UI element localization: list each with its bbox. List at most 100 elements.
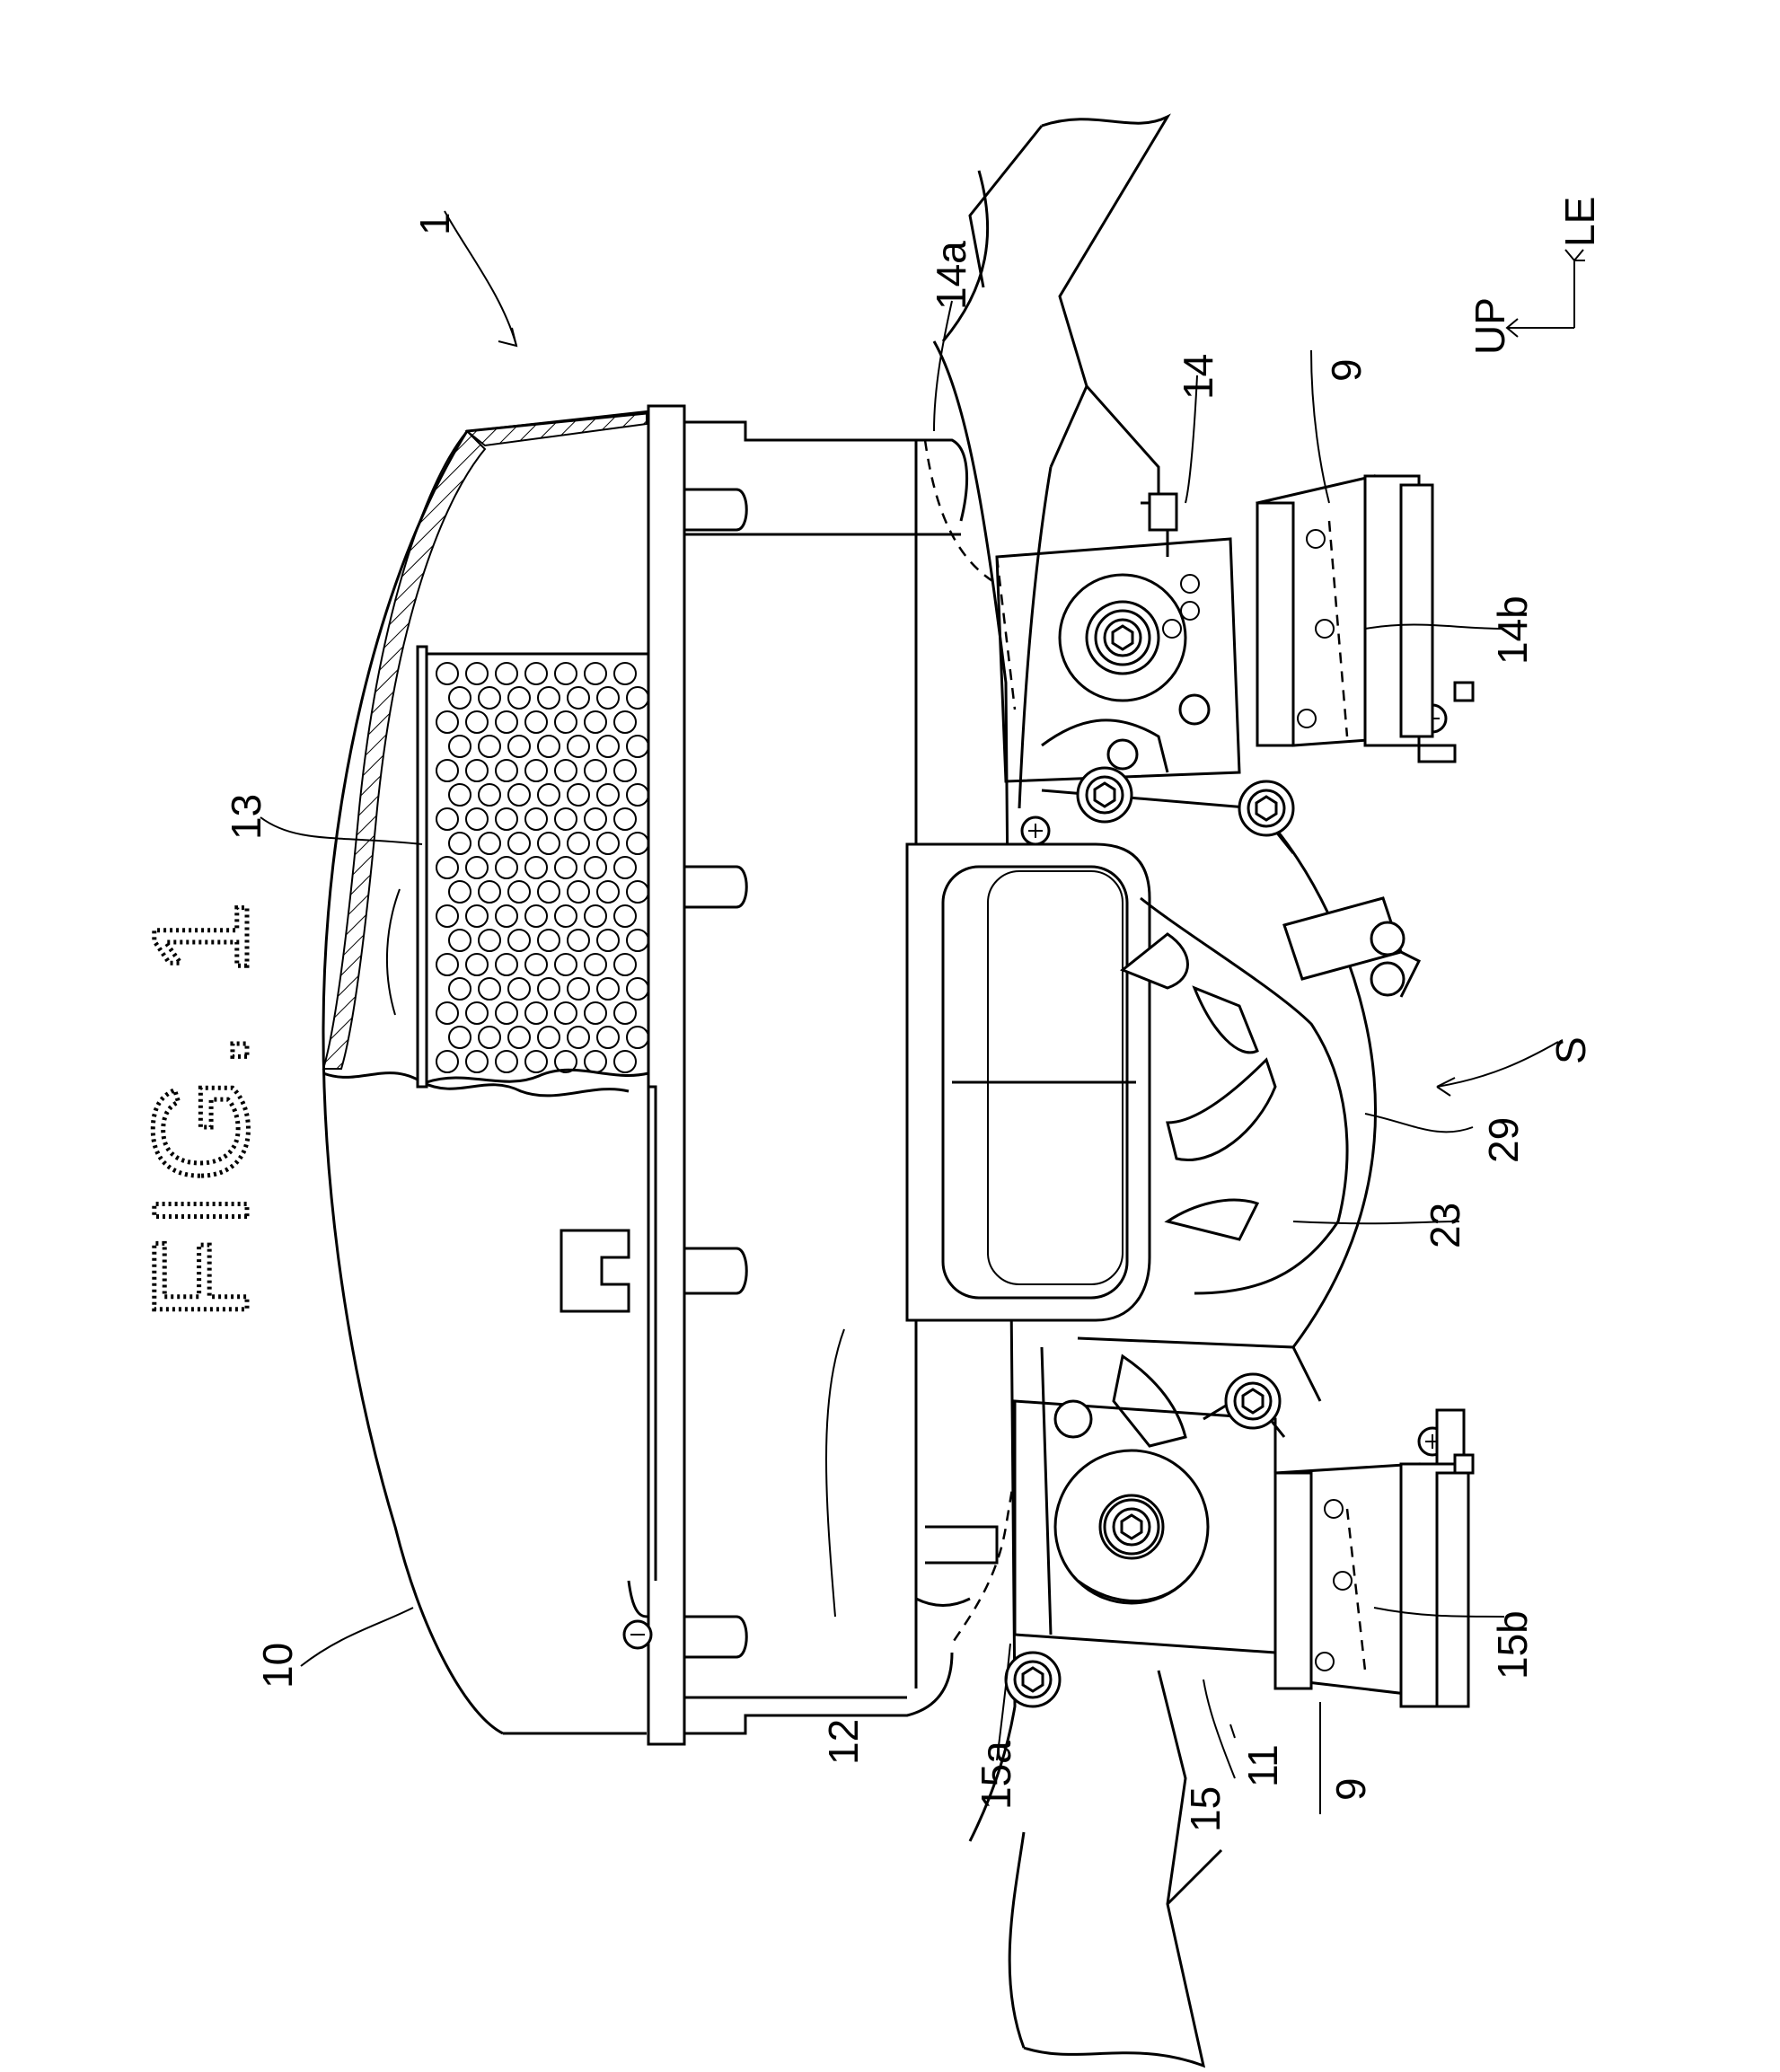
filter-element	[387, 647, 648, 1087]
mesh-hole	[479, 1027, 500, 1048]
orientation-le-label: LE	[1556, 197, 1603, 247]
mesh-hole	[614, 1002, 636, 1024]
mesh-hole	[538, 736, 560, 757]
bolt	[1006, 1653, 1060, 1706]
mesh-hole	[479, 833, 500, 854]
mesh-hole	[525, 1002, 547, 1024]
throttle-body-upper	[925, 440, 1239, 781]
mesh-hole	[614, 760, 636, 781]
mesh-hole	[597, 687, 619, 709]
mesh-hole	[436, 663, 458, 684]
mesh-hole	[436, 760, 458, 781]
label-14: 14	[1175, 354, 1221, 400]
mesh-hole	[496, 954, 517, 975]
mesh-hole	[627, 1027, 648, 1048]
mesh-hole	[508, 687, 530, 709]
mesh-hole	[449, 736, 471, 757]
bolt	[1078, 768, 1132, 822]
mesh-hole	[508, 833, 530, 854]
mesh-hole	[597, 784, 619, 806]
mesh-hole	[466, 1051, 488, 1072]
mesh-hole	[449, 833, 471, 854]
mesh-hole	[479, 736, 500, 757]
label-14a: 14a	[928, 241, 974, 310]
sensor-connector	[1284, 898, 1419, 997]
mesh-hole	[436, 808, 458, 830]
mesh-hole	[466, 760, 488, 781]
mesh-hole	[585, 663, 606, 684]
mesh-hole	[568, 687, 589, 709]
mesh-hole	[585, 954, 606, 975]
mesh-hole	[614, 954, 636, 975]
mesh-hole	[449, 881, 471, 903]
mesh-hole	[449, 930, 471, 951]
mesh-hole	[466, 857, 488, 878]
frame-lower	[1009, 1671, 1221, 2066]
mesh-hole	[449, 784, 471, 806]
bolt	[1096, 611, 1150, 665]
mesh-hole	[436, 954, 458, 975]
label-15: 15	[1182, 1786, 1229, 1832]
mesh-hole	[614, 1051, 636, 1072]
mesh-hole	[627, 736, 648, 757]
label-29: 29	[1480, 1117, 1527, 1163]
mesh-hole	[496, 808, 517, 830]
svg-text:FIG. 1: FIG. 1	[125, 892, 276, 1320]
mesh-hole	[538, 881, 560, 903]
mesh-hole	[538, 930, 560, 951]
mesh-hole	[555, 954, 577, 975]
mesh-hole	[525, 760, 547, 781]
mesh-hole	[496, 1051, 517, 1072]
mesh-hole	[496, 905, 517, 927]
mesh-hole	[568, 881, 589, 903]
figure-title: FIG. 1	[125, 892, 276, 1320]
mesh-hole	[614, 905, 636, 927]
mesh-hole	[496, 663, 517, 684]
mesh-hole	[436, 1002, 458, 1024]
label-1: 1	[411, 212, 458, 235]
mesh-hole	[627, 930, 648, 951]
label-23: 23	[1422, 1203, 1468, 1248]
mesh-hole	[597, 978, 619, 1000]
mesh-hole	[508, 881, 530, 903]
mesh-hole	[555, 808, 577, 830]
mesh-hole	[449, 1027, 471, 1048]
mesh-hole	[555, 760, 577, 781]
filter-mesh	[436, 663, 648, 1072]
label-11: 11	[1239, 1744, 1286, 1787]
orientation-indicator	[1507, 250, 1585, 337]
mesh-hole	[568, 784, 589, 806]
mesh-hole	[466, 808, 488, 830]
mesh-hole	[585, 857, 606, 878]
mesh-hole	[568, 833, 589, 854]
mesh-hole	[479, 978, 500, 1000]
mesh-hole	[568, 930, 589, 951]
mesh-hole	[496, 1002, 517, 1024]
label-14b: 14b	[1489, 595, 1536, 665]
mesh-hole	[479, 687, 500, 709]
mesh-hole	[627, 881, 648, 903]
mesh-hole	[614, 857, 636, 878]
mesh-hole	[449, 687, 471, 709]
mesh-hole	[525, 663, 547, 684]
mesh-hole	[479, 881, 500, 903]
mesh-hole	[597, 736, 619, 757]
mesh-hole	[479, 784, 500, 806]
inlet-duct	[907, 844, 1150, 1320]
mesh-hole	[496, 760, 517, 781]
mesh-hole	[449, 978, 471, 1000]
mesh-hole	[496, 857, 517, 878]
mesh-hole	[568, 736, 589, 757]
mesh-hole	[508, 784, 530, 806]
mesh-hole	[538, 784, 560, 806]
label-13: 13	[223, 794, 269, 840]
mesh-hole	[508, 736, 530, 757]
mesh-hole	[585, 760, 606, 781]
mesh-hole	[538, 1027, 560, 1048]
mesh-hole	[525, 905, 547, 927]
mesh-hole	[466, 663, 488, 684]
mesh-hole	[436, 857, 458, 878]
mesh-hole	[525, 1051, 547, 1072]
mesh-hole	[466, 711, 488, 733]
mesh-hole	[538, 978, 560, 1000]
